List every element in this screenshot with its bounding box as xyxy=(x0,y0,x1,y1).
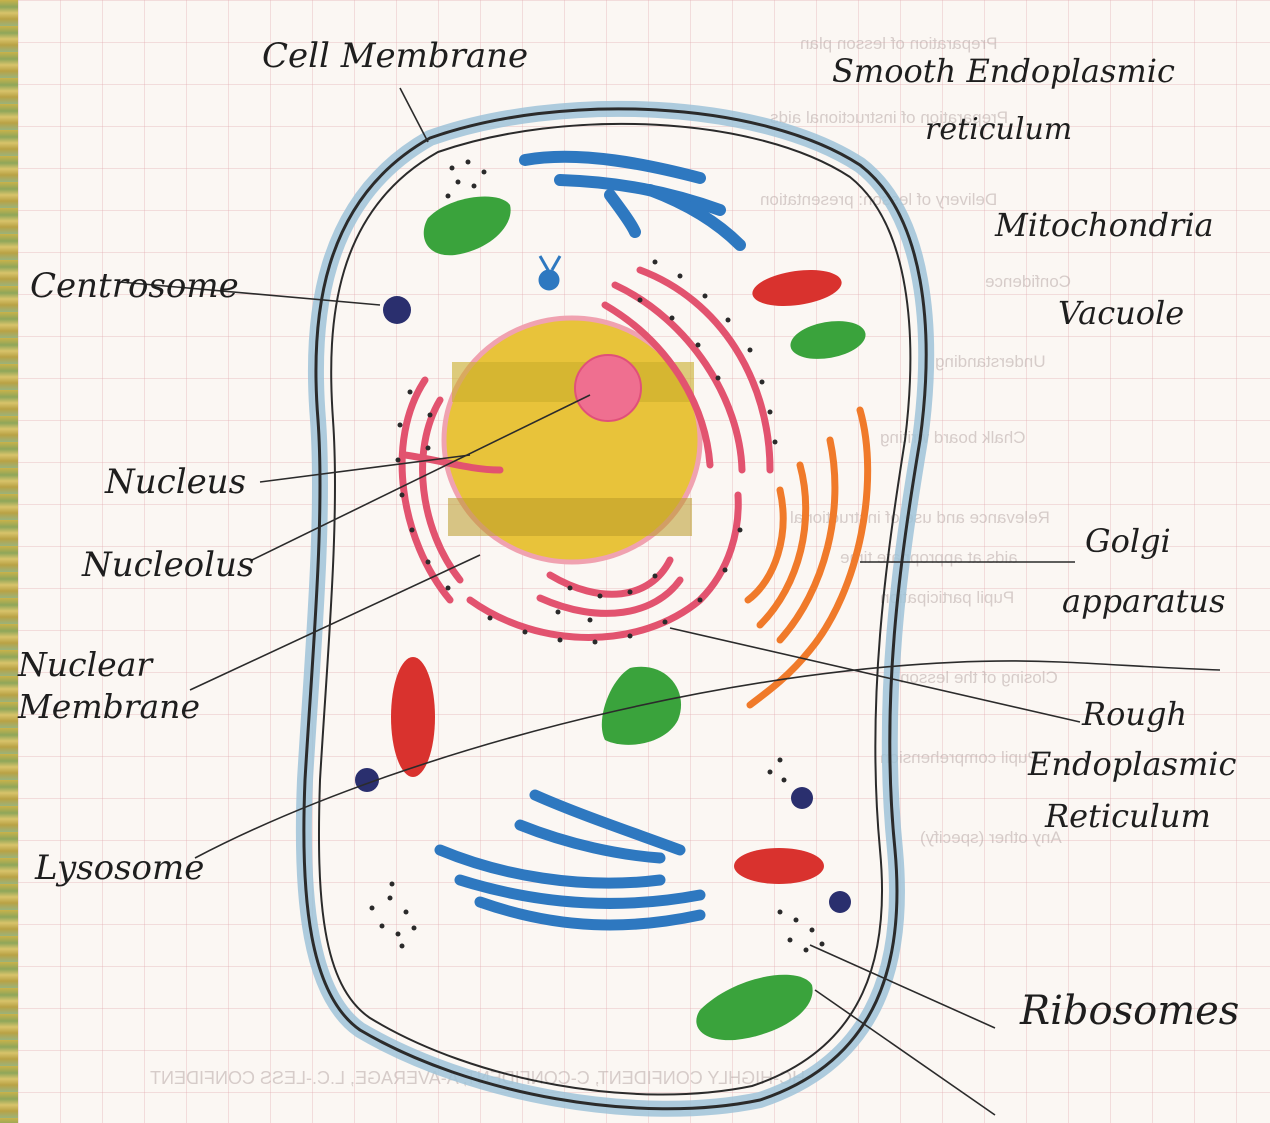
label-golgi: Golgi xyxy=(1085,522,1171,560)
smooth-er-bottom xyxy=(440,795,700,925)
vacuole xyxy=(696,975,812,1040)
label-centrosome: Centrosome xyxy=(30,266,239,306)
smooth-er-top xyxy=(525,157,740,245)
label-smooth-er: Smooth Endoplasmic xyxy=(832,52,1175,90)
label-rough-er-2: Endoplasmic xyxy=(1028,745,1236,783)
label-nuclear-membrane: Nuclear Membrane xyxy=(18,644,208,728)
label-lysosome: Lysosome xyxy=(35,848,204,888)
lysosome xyxy=(383,296,411,324)
lysosome xyxy=(829,891,851,913)
label-nucleolus: Nucleolus xyxy=(82,545,254,585)
golgi-apparatus xyxy=(748,410,868,705)
label-vacuole: Vacuole xyxy=(1058,294,1184,332)
label-cell-membrane: Cell Membrane xyxy=(262,36,528,76)
label-nucleus: Nucleus xyxy=(105,462,246,502)
label-smooth-er-2: reticulum xyxy=(925,112,1072,147)
vacuole xyxy=(787,316,868,365)
label-rough-er-3: Reticulum xyxy=(1045,797,1211,835)
lysosome xyxy=(791,787,813,809)
mitochondrion xyxy=(750,265,844,311)
vacuole xyxy=(424,196,511,255)
label-golgi-2: apparatus xyxy=(1062,582,1225,620)
mitochondrion xyxy=(734,848,824,884)
nucleolus xyxy=(575,355,641,421)
mitochondrion xyxy=(391,657,435,777)
centrosome xyxy=(540,256,560,289)
label-rough-er: Rough xyxy=(1082,695,1187,733)
label-mitochondria: Mitochondria xyxy=(995,206,1214,244)
label-ribosomes: Ribosomes xyxy=(1020,988,1239,1034)
